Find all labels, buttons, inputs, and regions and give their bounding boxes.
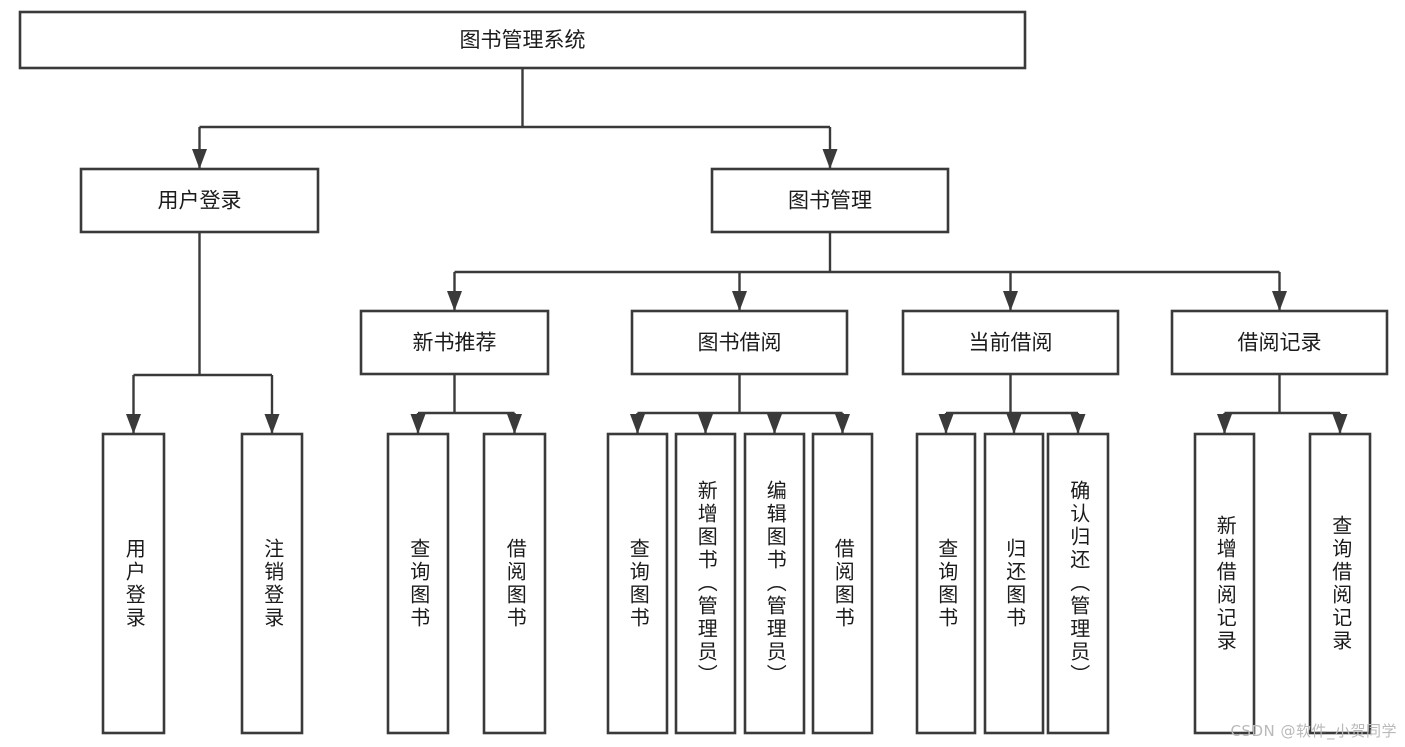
current-borrow-to-leaves-arrow-0 — [938, 414, 954, 434]
book-borrow-to-leaves-arrow-2 — [767, 414, 782, 434]
node-label-current-borrow: 当前借阅 — [969, 331, 1053, 355]
node-label-new-book-rec: 新书推荐 — [413, 331, 497, 355]
user-login-to-leaves-arrow-1 — [264, 414, 280, 434]
connectors-layer — [126, 68, 1348, 434]
node-box-leaf-cb-confirm-return[interactable] — [1046, 432, 1110, 735]
node-label-book-manage: 图书管理 — [788, 189, 872, 213]
book-borrow-to-leaves-arrow-3 — [835, 414, 850, 434]
node-box-user-login[interactable] — [79, 167, 320, 234]
current-borrow-to-leaves-arrow-1 — [1006, 414, 1022, 434]
csdn-watermark: CSDN @软件_小贺同学 — [1230, 722, 1397, 740]
node-box-leaf-cb-query-book[interactable] — [915, 432, 977, 735]
root-to-level2-arrow-1 — [822, 149, 838, 169]
book-borrow-to-leaves-arrow-1 — [698, 414, 713, 434]
node-box-leaf-bb-borrow-book[interactable] — [811, 432, 874, 735]
borrow-record-to-leaves-arrow-0 — [1217, 414, 1232, 434]
node-box-leaf-bb-query-book[interactable] — [606, 432, 669, 735]
boxes-layer — [18, 10, 1389, 735]
node-box-root[interactable] — [18, 10, 1027, 70]
new-book-rec-to-leaves-arrow-1 — [507, 414, 522, 434]
node-box-current-borrow[interactable] — [901, 309, 1120, 376]
book-borrow-to-leaves-arrow-0 — [630, 414, 645, 434]
node-box-leaf-bb-edit-book[interactable] — [743, 432, 806, 735]
book-manage-to-level3-arrow-2 — [1003, 291, 1018, 311]
node-box-leaf-br-query-record[interactable] — [1308, 432, 1372, 735]
root-to-level2-arrow-0 — [192, 149, 207, 169]
node-label-user-login: 用户登录 — [158, 189, 242, 213]
node-box-leaf-user-login[interactable] — [101, 432, 166, 735]
node-label-book-borrow: 图书借阅 — [698, 331, 782, 355]
node-box-leaf-user-logout[interactable] — [240, 432, 304, 735]
node-box-leaf-rec-query-book[interactable] — [386, 432, 450, 735]
node-box-leaf-rec-borrow-book[interactable] — [482, 432, 547, 735]
new-book-rec-to-leaves-arrow-0 — [410, 414, 426, 434]
node-box-book-manage[interactable] — [710, 167, 950, 234]
node-box-new-book-rec[interactable] — [359, 309, 550, 376]
user-login-to-leaves-arrow-0 — [126, 414, 141, 434]
node-box-book-borrow[interactable] — [630, 309, 849, 376]
node-label-borrow-record: 借阅记录 — [1238, 331, 1322, 355]
borrow-record-to-leaves-arrow-1 — [1332, 414, 1348, 434]
node-label-root: 图书管理系统 — [460, 28, 586, 52]
book-manage-to-level3-arrow-1 — [732, 291, 747, 311]
book-manage-to-level3-arrow-3 — [1272, 291, 1287, 311]
current-borrow-to-leaves-arrow-2 — [1070, 414, 1086, 434]
node-box-leaf-br-add-record[interactable] — [1193, 432, 1256, 735]
book-manage-to-level3-arrow-0 — [447, 291, 462, 311]
node-box-leaf-bb-add-book[interactable] — [674, 432, 737, 735]
node-box-borrow-record[interactable] — [1170, 309, 1389, 376]
node-box-leaf-cb-return-book[interactable] — [983, 432, 1045, 735]
